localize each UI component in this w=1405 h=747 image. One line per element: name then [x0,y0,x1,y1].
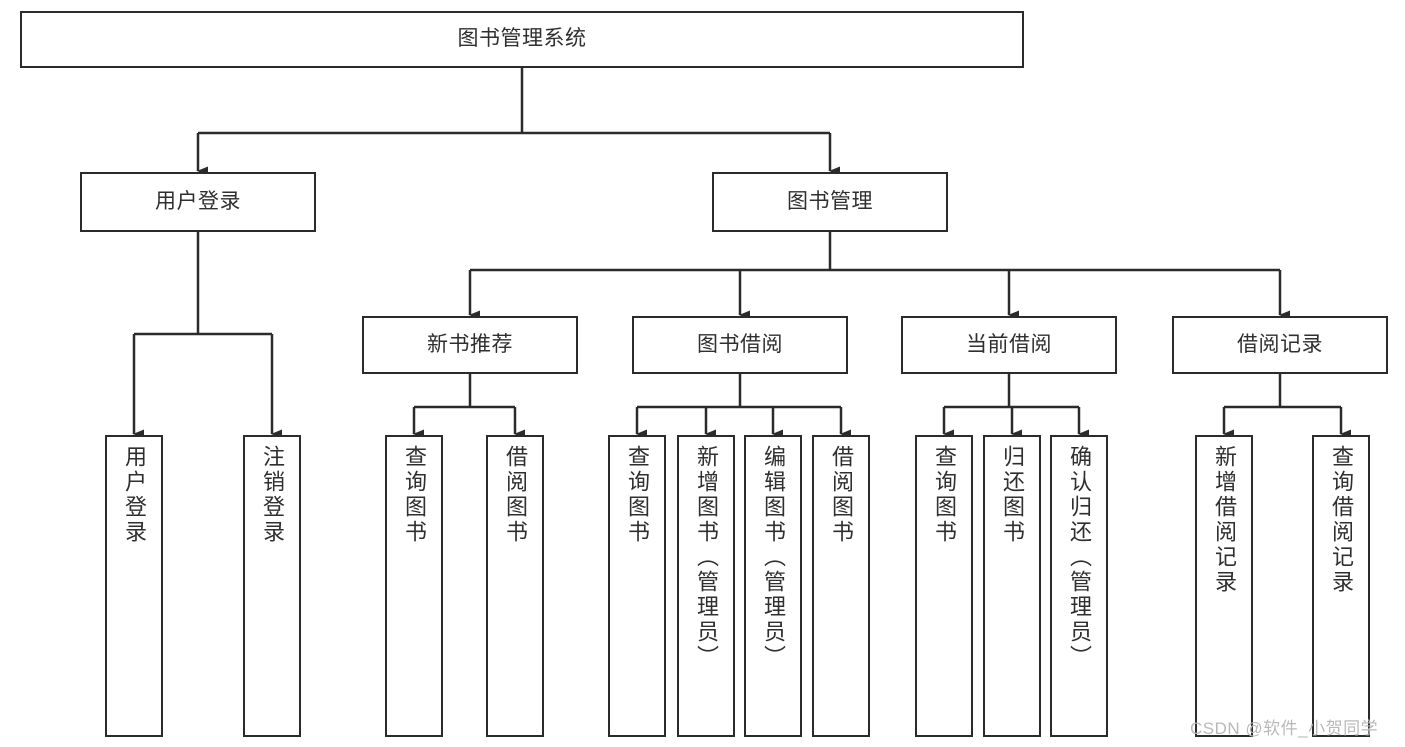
node-label-leaf-borrow-book-1: 借阅图书 [502,445,528,545]
node-root[interactable]: 图书管理系统 [20,11,1024,68]
node-label-book-manage: 图书管理 [787,189,873,213]
node-leaf-confirm-return[interactable]: 确认归还（管理员） [1050,435,1108,737]
node-label-leaf-edit-book: 编辑图书（管理员） [760,445,786,670]
node-leaf-borrow-book-1[interactable]: 借阅图书 [486,435,544,737]
node-label-leaf-query-book-1: 查询图书 [401,445,427,545]
node-leaf-query-book-1[interactable]: 查询图书 [385,435,443,737]
node-label-leaf-borrow-book-2: 借阅图书 [828,445,854,545]
node-leaf-query-book-2[interactable]: 查询图书 [608,435,666,737]
edge-group [132,68,1351,439]
node-leaf-add-book[interactable]: 新增图书（管理员） [677,435,735,737]
node-label-book-borrow: 图书借阅 [697,332,783,356]
node-leaf-user-login[interactable]: 用户登录 [105,435,163,737]
node-book-manage[interactable]: 图书管理 [712,172,948,232]
node-leaf-edit-book[interactable]: 编辑图书（管理员） [744,435,802,737]
node-user-login[interactable]: 用户登录 [80,172,316,232]
node-label-current-borrow: 当前借阅 [966,332,1052,356]
node-current-borrow[interactable]: 当前借阅 [901,316,1117,374]
node-label-leaf-add-book: 新增图书（管理员） [693,445,719,670]
node-leaf-query-book-3[interactable]: 查询图书 [915,435,973,737]
node-label-leaf-query-book-3: 查询图书 [931,445,957,545]
node-label-root: 图书管理系统 [457,27,587,51]
node-label-leaf-query-book-2: 查询图书 [624,445,650,545]
node-leaf-return-book[interactable]: 归还图书 [983,435,1041,737]
node-label-new-book-rec: 新书推荐 [427,332,513,356]
node-leaf-add-record[interactable]: 新增借阅记录 [1195,435,1253,737]
node-new-book-rec[interactable]: 新书推荐 [362,316,578,374]
node-label-leaf-add-record: 新增借阅记录 [1211,445,1237,595]
node-label-leaf-confirm-return: 确认归还（管理员） [1066,445,1092,670]
node-label-user-login: 用户登录 [155,189,241,213]
node-leaf-borrow-book-2[interactable]: 借阅图书 [812,435,870,737]
node-label-leaf-query-record: 查询借阅记录 [1328,445,1354,595]
node-label-leaf-return-book: 归还图书 [999,445,1025,545]
node-label-leaf-user-login: 用户登录 [121,445,147,545]
node-label-leaf-logout: 注销登录 [259,445,285,545]
node-borrow-record[interactable]: 借阅记录 [1172,316,1388,374]
node-leaf-logout[interactable]: 注销登录 [243,435,301,737]
node-book-borrow[interactable]: 图书借阅 [632,316,848,374]
node-leaf-query-record[interactable]: 查询借阅记录 [1312,435,1370,737]
watermark-text: CSDN @软件_小贺同学 [1190,719,1379,738]
node-label-borrow-record: 借阅记录 [1237,332,1323,356]
